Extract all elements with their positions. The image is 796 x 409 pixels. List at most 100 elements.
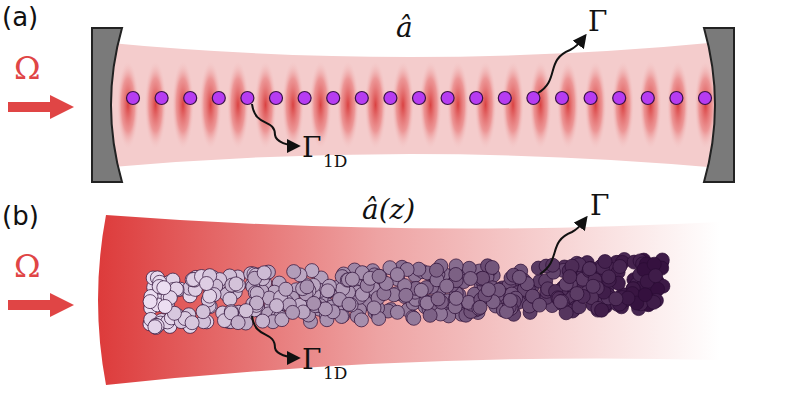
atom bbox=[158, 300, 172, 314]
wave-lobe bbox=[227, 61, 249, 149]
atom bbox=[270, 92, 283, 105]
atom bbox=[485, 261, 499, 275]
atom bbox=[473, 300, 487, 314]
atom bbox=[354, 313, 368, 327]
atom bbox=[613, 260, 627, 274]
atom bbox=[638, 288, 652, 302]
atom-chain bbox=[127, 92, 712, 105]
atom bbox=[367, 301, 381, 315]
atomic-ensemble bbox=[143, 253, 670, 335]
atom bbox=[609, 292, 623, 306]
atom bbox=[286, 305, 300, 319]
panel-label: (b) bbox=[2, 203, 39, 229]
atom bbox=[470, 92, 483, 105]
atom bbox=[327, 92, 340, 105]
atom bbox=[298, 92, 311, 105]
waveguide-decay-arrow bbox=[252, 316, 298, 358]
atom bbox=[157, 281, 171, 295]
wave-lobe bbox=[640, 61, 662, 149]
atom bbox=[503, 293, 517, 307]
atom bbox=[449, 268, 463, 282]
propagating-beam bbox=[98, 215, 720, 385]
atom bbox=[241, 92, 254, 105]
atom bbox=[203, 289, 217, 303]
atom bbox=[390, 305, 404, 319]
wave-lobe bbox=[337, 61, 359, 149]
atom bbox=[649, 269, 663, 283]
atom bbox=[196, 305, 210, 319]
free-space-decay-arrow bbox=[538, 36, 585, 93]
atom bbox=[212, 92, 225, 105]
atom bbox=[390, 268, 404, 282]
wave-lobe bbox=[365, 61, 387, 149]
atom bbox=[613, 92, 626, 105]
wave-lobe bbox=[585, 61, 607, 149]
atom bbox=[512, 270, 526, 284]
atom bbox=[533, 298, 547, 312]
atom bbox=[148, 320, 162, 334]
wave-lobe bbox=[392, 61, 414, 149]
cavity-beam bbox=[100, 42, 720, 168]
wave-lobe bbox=[557, 61, 579, 149]
drive-arrow bbox=[8, 300, 52, 310]
atom bbox=[498, 92, 511, 105]
atom bbox=[414, 283, 428, 297]
atom bbox=[481, 283, 495, 297]
decay-rate: Γ bbox=[302, 134, 321, 162]
drive-arrow bbox=[8, 102, 52, 112]
atom bbox=[563, 270, 577, 284]
decay-rate: Γ bbox=[302, 346, 321, 374]
atom bbox=[570, 287, 584, 301]
atom bbox=[407, 311, 421, 325]
atom bbox=[372, 269, 386, 283]
drive-arrow-head bbox=[50, 293, 74, 317]
drive-arrow-head bbox=[50, 95, 74, 119]
atom bbox=[413, 92, 426, 105]
wave-lobe bbox=[420, 61, 442, 149]
atom bbox=[257, 266, 271, 280]
atom bbox=[185, 316, 199, 330]
atom bbox=[699, 92, 712, 105]
decay-subscript: 1D bbox=[323, 153, 347, 170]
atom bbox=[431, 292, 445, 306]
drive-symbol: Ω bbox=[14, 250, 41, 282]
atom bbox=[229, 277, 243, 291]
right-mirror bbox=[704, 28, 734, 182]
atom bbox=[440, 279, 454, 293]
standing-wave bbox=[117, 61, 717, 149]
drive-symbol: Ω bbox=[14, 52, 41, 84]
atom bbox=[384, 92, 397, 105]
atom bbox=[155, 92, 168, 105]
atom bbox=[321, 284, 335, 298]
wave-lobe bbox=[447, 61, 469, 149]
atom bbox=[464, 272, 478, 286]
atom bbox=[200, 277, 214, 291]
decay-rate: Γ bbox=[590, 192, 609, 220]
wave-lobe bbox=[282, 61, 304, 149]
atom bbox=[449, 291, 463, 305]
decay-rate: Γ bbox=[588, 8, 607, 36]
atom bbox=[556, 92, 569, 105]
atom bbox=[270, 299, 284, 313]
field-operator: â(z) bbox=[362, 196, 415, 224]
atom bbox=[527, 92, 540, 105]
atom bbox=[583, 262, 597, 276]
atom bbox=[223, 292, 237, 306]
atom bbox=[595, 303, 609, 317]
wave-lobe bbox=[255, 61, 277, 149]
atom bbox=[441, 92, 454, 105]
atom bbox=[670, 92, 683, 105]
atom bbox=[584, 92, 597, 105]
atom bbox=[554, 295, 568, 309]
free-space-decay-arrow bbox=[540, 218, 586, 274]
left-mirror bbox=[92, 28, 122, 182]
atom bbox=[239, 304, 253, 318]
atom bbox=[399, 288, 413, 302]
field-operator: â bbox=[396, 14, 413, 42]
atom bbox=[256, 314, 270, 328]
atom bbox=[184, 92, 197, 105]
atom bbox=[598, 255, 612, 269]
waveguide-decay-arrow bbox=[252, 104, 298, 146]
atom bbox=[641, 92, 654, 105]
atom bbox=[602, 270, 616, 284]
